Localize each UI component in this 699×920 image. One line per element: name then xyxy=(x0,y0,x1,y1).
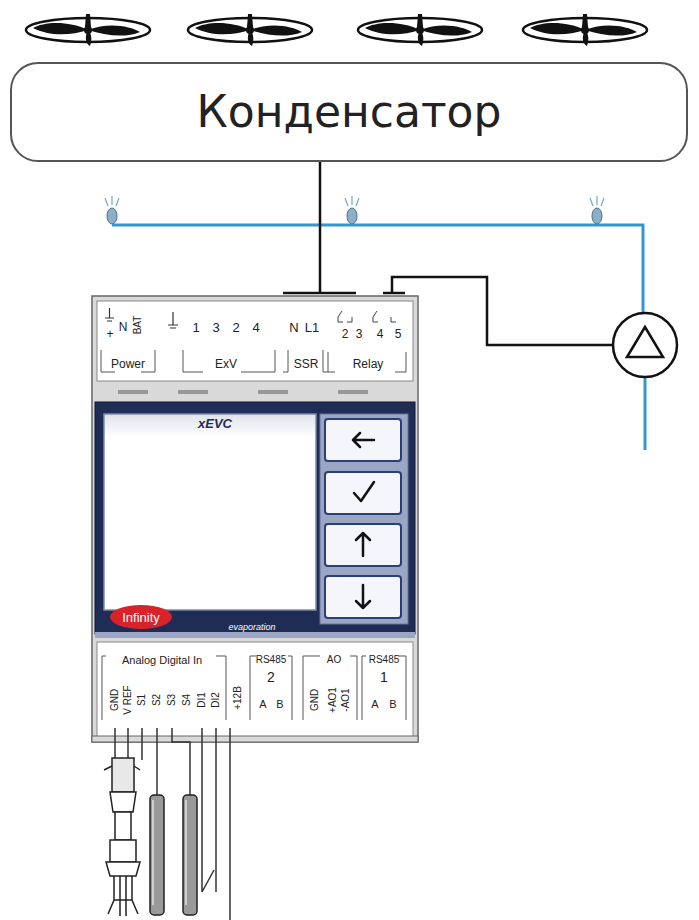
group-label: SSR xyxy=(294,358,319,370)
drawing-use xyxy=(345,196,359,224)
drawing-g xyxy=(325,419,401,618)
drawing-rect xyxy=(325,472,401,514)
series-name: evaporation xyxy=(228,623,275,632)
drawing-path xyxy=(168,312,178,328)
pin-label: GND xyxy=(110,689,120,711)
drawing-rect xyxy=(325,524,401,566)
group-label: ExV xyxy=(215,358,237,370)
pin-label: N xyxy=(289,321,298,334)
drawing-path xyxy=(153,800,186,905)
drawing-rect xyxy=(92,736,418,742)
pin-label: S2 xyxy=(152,694,162,706)
pin-label: 5 xyxy=(395,328,402,340)
pin-label: 2 xyxy=(232,321,239,334)
drawing-rect xyxy=(320,414,408,624)
group-label: Relay xyxy=(353,358,384,370)
drawing-path xyxy=(118,390,368,394)
pin-label: + xyxy=(106,328,113,340)
pin-label: A xyxy=(259,699,266,710)
port-number: 1 xyxy=(380,670,388,684)
drawing-use xyxy=(105,196,119,224)
pin-label: S3 xyxy=(167,694,177,706)
pin-label: V REF xyxy=(123,685,133,714)
drawing-rect xyxy=(104,414,316,610)
drawing-use xyxy=(188,14,312,46)
pin-label: DI2 xyxy=(211,692,221,708)
drawing-rect xyxy=(97,301,413,381)
pin-label: B xyxy=(276,699,283,710)
drawing-rect xyxy=(325,576,401,618)
pin-label: L1 xyxy=(305,321,319,334)
drawing-path xyxy=(354,482,374,501)
drawing-path xyxy=(104,766,140,770)
pin-label: S1 xyxy=(137,694,147,706)
pin-label: S4 xyxy=(182,694,192,706)
group-label: Power xyxy=(111,358,145,370)
drawing-path xyxy=(102,656,406,720)
pin-label: 3 xyxy=(212,321,219,334)
group-label: RS485 xyxy=(256,655,287,665)
pin-label: GND xyxy=(310,689,320,711)
drawing-rect xyxy=(95,402,415,634)
drawing-path xyxy=(106,862,140,876)
pin-label: N xyxy=(119,321,128,333)
drawing-rect xyxy=(92,296,418,742)
drawing-ellipse xyxy=(110,605,172,629)
condenser-box: Конденсатор xyxy=(10,62,688,162)
pin-label: 4 xyxy=(252,321,259,334)
pin-label: 1 xyxy=(192,321,199,334)
drawing-rect xyxy=(112,758,134,792)
drawing-path xyxy=(101,350,406,372)
drawing-path xyxy=(110,792,136,812)
drawing-g xyxy=(353,433,374,608)
drawing-use xyxy=(590,196,604,224)
drawing-path xyxy=(283,162,356,293)
drawing-path xyxy=(356,533,370,556)
pin-label: 3 xyxy=(356,328,363,340)
pin-label: B xyxy=(389,699,396,710)
pin-label: BAT xyxy=(133,316,143,335)
drawing-rect xyxy=(95,632,415,638)
drawing-path xyxy=(110,840,136,862)
drawing-path xyxy=(353,433,374,447)
node-title: Конденсатор xyxy=(197,88,502,136)
port-number: 2 xyxy=(267,670,275,684)
group-label: Analog Digital In xyxy=(122,655,202,666)
drawing-use xyxy=(523,14,647,46)
pin-label: +12В xyxy=(233,686,243,710)
drawing-path xyxy=(108,876,138,916)
drawing-rect xyxy=(115,812,131,840)
drawing-rect xyxy=(97,642,413,738)
pin-label: -AO1 xyxy=(341,688,351,711)
group-label: AO xyxy=(327,655,341,665)
drawing-path xyxy=(105,308,114,321)
pin-label: DI1 xyxy=(197,692,207,708)
brand-logo: Infinity xyxy=(122,611,160,624)
drawing-circle xyxy=(613,313,677,377)
drawing-path xyxy=(627,327,663,357)
pin-label: +AO1 xyxy=(328,687,338,713)
drawing-path xyxy=(356,585,370,608)
drawing-use xyxy=(26,14,150,46)
pin-label: A xyxy=(371,699,378,710)
pin-label: 4 xyxy=(377,328,384,340)
drawing-rect xyxy=(325,419,401,461)
model-name: xEVC xyxy=(198,417,232,430)
group-label: RS485 xyxy=(369,655,400,665)
pin-label: 2 xyxy=(342,328,349,340)
drawing-path xyxy=(338,311,396,322)
drawing-use xyxy=(358,14,482,46)
